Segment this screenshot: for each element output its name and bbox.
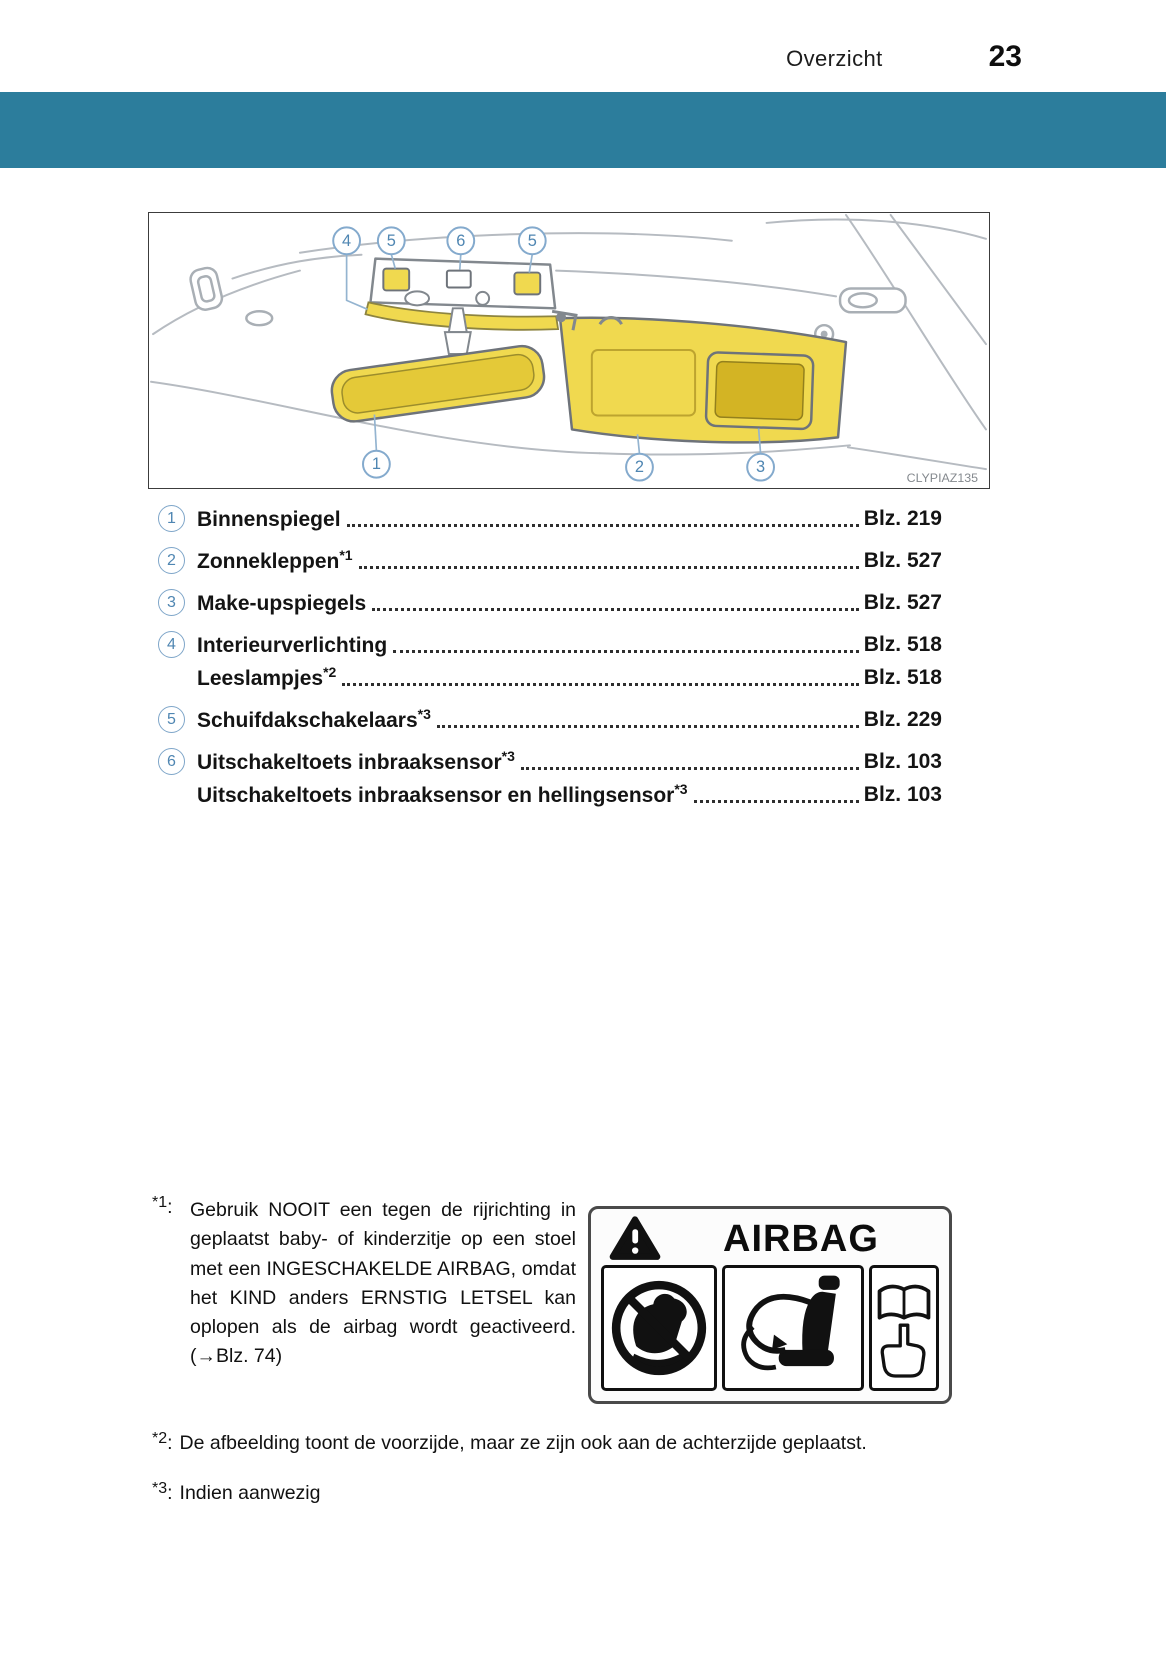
- vanity-mirror: [704, 351, 815, 431]
- footnote-1: *1: Gebruik NOOIT een tegen de rijrichti…: [152, 1194, 576, 1372]
- item-number-badge: 5: [158, 706, 185, 733]
- rearview-mirror: [330, 344, 546, 423]
- dotted-leader: [358, 566, 859, 569]
- no-rear-facing-child-seat-icon: [601, 1265, 717, 1391]
- callout-5-right: 5: [528, 232, 537, 250]
- page-reference: Blz. 229: [863, 707, 942, 731]
- callout-lines: [345, 253, 762, 454]
- interior-overview-illustration: 4 5 6 5 1 2 3 CLYPIAZ135: [150, 213, 987, 485]
- read-manual-icon: [869, 1265, 939, 1391]
- item-label: Binnenspiegel: [197, 508, 341, 531]
- list-item: 3 Make-upspiegels Blz. 527: [158, 586, 942, 619]
- footnote-text: Gebruik NOOIT een tegen de rijrichting i…: [190, 1199, 576, 1368]
- callout-numbers: 4 5 6 5 1 2 3: [342, 232, 765, 476]
- item-number-badge: 3: [158, 589, 185, 616]
- intrusion-sensor-off-switch: [445, 269, 472, 289]
- list-item: 4 Interieurverlichting Blz. 518 Leeslamp…: [158, 628, 942, 694]
- sunroof-switch-right: [513, 271, 542, 296]
- page-reference: Blz. 103: [863, 749, 942, 773]
- item-label: Leeslampjes*2: [197, 664, 337, 690]
- item-number-badge: 4: [158, 631, 185, 658]
- dotted-leader: [346, 524, 859, 527]
- page-reference: Blz. 219: [863, 506, 942, 530]
- dotted-leader: [520, 767, 859, 770]
- dotted-leader: [436, 725, 859, 728]
- page-reference: Blz. 527: [863, 548, 942, 572]
- list-item: 6 Uitschakeltoets inbraaksensor*3 Blz. 1…: [158, 745, 942, 811]
- footnote-text: Indien aanwezig: [179, 1482, 321, 1504]
- mirror-stalk: [443, 307, 472, 355]
- callout-2: 2: [635, 458, 644, 476]
- footnote-marker: *1:: [152, 1194, 173, 1218]
- item-number-badge: 1: [158, 505, 185, 532]
- callout-badges: [332, 226, 776, 482]
- airbag-label-header: AIRBAG: [601, 1213, 939, 1265]
- callout-1: 1: [372, 455, 381, 473]
- callout-4: 4: [342, 232, 351, 250]
- section-title: Overzicht: [786, 46, 883, 71]
- dotted-leader: [693, 800, 859, 803]
- footnote-marker: *2:: [152, 1430, 173, 1454]
- page-reference: Blz. 518: [863, 665, 942, 689]
- item-label: Zonnekleppen*1: [197, 547, 353, 573]
- airbag-warning-label: AIRBAG: [588, 1206, 952, 1404]
- callout-5-left: 5: [387, 232, 396, 250]
- item-number-badge: 2: [158, 547, 185, 574]
- item-label: Schuifdakschakelaars*3: [197, 706, 431, 732]
- dotted-leader: [342, 683, 859, 686]
- item-label: Interieurverlichting: [197, 634, 388, 657]
- item-number-badge: 6: [158, 748, 185, 775]
- footnote-2: *2: De afbeelding toont de voorzijde, maa…: [152, 1430, 1012, 1455]
- callout-6: 6: [456, 232, 465, 250]
- page-reference: Blz. 103: [863, 782, 942, 806]
- callout-3: 3: [756, 458, 765, 476]
- chapter-color-band: [0, 92, 1166, 168]
- map-light: [813, 287, 907, 345]
- footnote-text: De afbeelding toont de voorzijde, maar z…: [179, 1432, 867, 1454]
- figure-watermark: CLYPIAZ135: [907, 471, 979, 485]
- sunroof-switch-left: [382, 267, 411, 292]
- list-item: 1 Binnenspiegel Blz. 219: [158, 502, 942, 535]
- grab-handle: [189, 266, 274, 327]
- page-number: 23: [988, 40, 1022, 73]
- page-header: Overzicht 23: [786, 40, 1022, 74]
- airbag-pictograms: [601, 1265, 939, 1391]
- list-item: 5 Schuifdakschakelaars*3 Blz. 229: [158, 703, 942, 736]
- warning-triangle-icon: [607, 1215, 663, 1263]
- page-reference: Blz. 527: [863, 590, 942, 614]
- footnote-marker: *3:: [152, 1480, 173, 1504]
- item-label: Make-upspiegels: [197, 592, 367, 615]
- list-item: 2 Zonnekleppen*1 Blz. 527: [158, 544, 942, 577]
- item-label: Uitschakeltoets inbraaksensor*3: [197, 748, 515, 774]
- footnote-3: *3: Indien aanwezig: [152, 1480, 652, 1505]
- item-label: Uitschakeltoets inbraaksensor en helling…: [197, 781, 688, 807]
- airbag-deployment-icon: [722, 1265, 864, 1391]
- component-index-list: 1 Binnenspiegel Blz. 219 2 Zonnekleppen*…: [148, 502, 990, 820]
- dotted-leader: [372, 608, 859, 611]
- overview-figure: 4 5 6 5 1 2 3 CLYPIAZ135: [148, 212, 990, 489]
- page-reference: Blz. 518: [863, 632, 942, 656]
- dotted-leader: [393, 650, 859, 653]
- airbag-label-title: AIRBAG: [723, 1217, 879, 1260]
